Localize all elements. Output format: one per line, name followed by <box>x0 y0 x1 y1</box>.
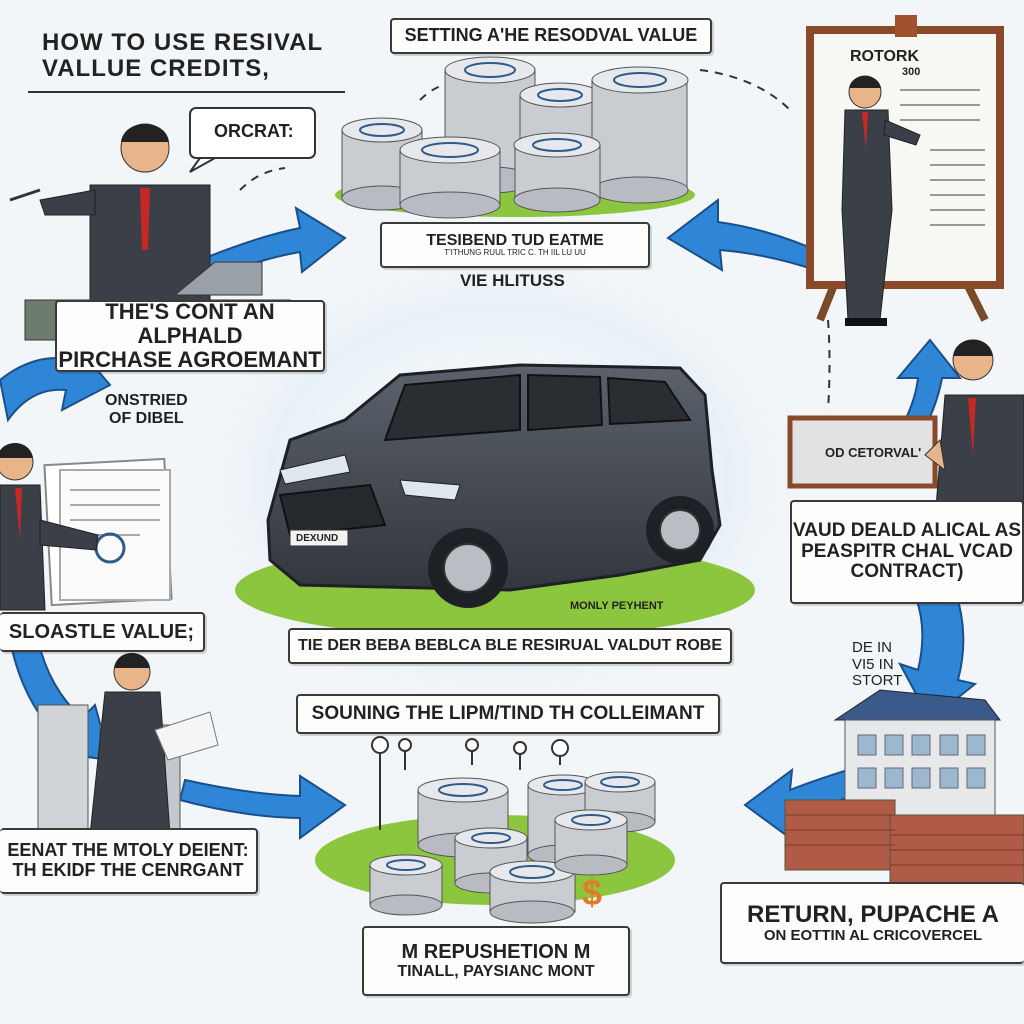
presenter-reading <box>37 653 219 836</box>
vaud-line-3: CONTRACT) <box>850 561 964 583</box>
de-in-line-2: VI5 IN <box>852 655 894 673</box>
arrow-bottom-left <box>178 774 347 840</box>
rotork-text: ROTORK <box>850 48 920 65</box>
repush-line-1: M REPUSHETION M <box>401 941 591 964</box>
repurchase-label: M REPUSHETION M TINALL, PAYSIANC MONT <box>362 926 630 996</box>
sloastle-text: SLOASTLE VALUE; <box>8 621 195 643</box>
title-line-1: HOW TO USE RESIVAL <box>42 29 324 56</box>
onstried-line-1: ONSTRIED <box>105 392 188 409</box>
purchase-line-1: THE'S CONT AN ALPHALD <box>105 298 275 348</box>
arrow-top-right <box>666 197 822 272</box>
vaud-line-1: VAUD DEALD ALICAL AS <box>793 519 1021 541</box>
eenat-line-1: EENAT THE MTOLY DEIENT: <box>7 840 249 861</box>
return-line-1: RETURN, PUPACHE A <box>746 900 999 928</box>
coin-stacks-top <box>335 56 695 219</box>
purchase-line-2: PIRCHASE AGROEMANT <box>58 347 322 373</box>
speech-bubble <box>189 107 316 173</box>
residual-caption-text: TIE DER BEBA BEBLCA BLE RESIRUAL VALDUT … <box>297 637 722 655</box>
coin-stack-6 <box>513 132 601 213</box>
setting-text: SETTING A'HE RESODVAL VALUE <box>404 25 698 46</box>
souning-text: SOUNING THE LIPM/TIND TH COLLEIMANT <box>311 702 705 724</box>
rotork-board-title: ROTORK 300 <box>850 48 920 78</box>
tesibend-line-1: TESIBEND TUD EATME <box>426 231 604 249</box>
suv-car <box>235 363 755 638</box>
easel-board <box>806 15 1004 322</box>
souning-label: SOUNING THE LIPM/TIND TH COLLEIMANT <box>296 694 720 734</box>
eenat-label: EENAT THE MTOLY DEIENT: TH EKIDF THE CEN… <box>0 828 258 894</box>
de-in-text: DE IN VI5 IN STORT <box>852 639 903 690</box>
return-purchase-label: RETURN, PUPACHE A ON EOTTIN AL CRICOVERC… <box>720 882 1024 964</box>
dollar-sign-icon: $ <box>582 872 602 913</box>
rotork-number: 300 <box>902 65 921 78</box>
coin-stack-4 <box>591 66 689 204</box>
monthly-payment-text: MONLY PEYHENT <box>570 600 664 612</box>
tesibend-line-2: T'ITHUNG RUUL TRIC C. TH IIL LU UU <box>444 248 586 258</box>
repush-line-2: TINALL, PAYSIANC MONT <box>397 963 595 981</box>
tesibend-label: TESIBEND TUD EATME T'ITHUNG RUUL TRIC C.… <box>380 222 650 268</box>
de-in-line-3: STORT <box>852 672 903 689</box>
residual-caption-label: TIE DER BEBA BEBLCA BLE RESIRUAL VALDUT … <box>288 628 732 664</box>
od-cetorval-sign-text: OD CETORVAL' <box>825 445 922 460</box>
eenat-line-2: TH EKIDF THE CENRGANT <box>12 860 244 880</box>
de-in-line-1: DE IN <box>852 639 893 656</box>
vaud-line-2: PEASPITR CHAL VCAD <box>801 540 1013 562</box>
presenter-with-sign <box>787 339 1024 521</box>
hiltuss-text: VIE HLITUSS <box>460 271 565 290</box>
presenter-with-documents <box>0 443 173 611</box>
coin-stack-5 <box>399 136 501 219</box>
return-line-2: ON EOTTIN AL CRICOVERCEL <box>763 926 983 944</box>
onstried-text: ONSTRIED OF DIBEL <box>105 392 188 427</box>
building <box>784 689 1024 886</box>
sloastle-value-label: SLOASTLE VALUE; <box>0 612 205 652</box>
orcrat-bubble-text: ORCRAT: <box>214 121 294 141</box>
vaud-contract-label: VAUD DEALD ALICAL AS PEASPITR CHAL VCAD … <box>790 500 1024 604</box>
diagram-title: HOW TO USE RESIVAL VALLUE CREDITS, <box>42 29 324 83</box>
onstried-line-2: OF DIBEL <box>109 409 184 427</box>
car-plate-text: DEXUND <box>296 533 339 544</box>
presenter-at-board <box>841 75 921 326</box>
coin-stacks-bottom: $ <box>315 736 675 924</box>
setting-residual-label: SETTING A'HE RESODVAL VALUE <box>390 18 712 54</box>
purchase-agreement-label: THE'S CONT AN ALPHALD PIRCHASE AGROEMANT <box>55 298 325 373</box>
title-line-2: VALLUE CREDITS, <box>42 55 270 83</box>
